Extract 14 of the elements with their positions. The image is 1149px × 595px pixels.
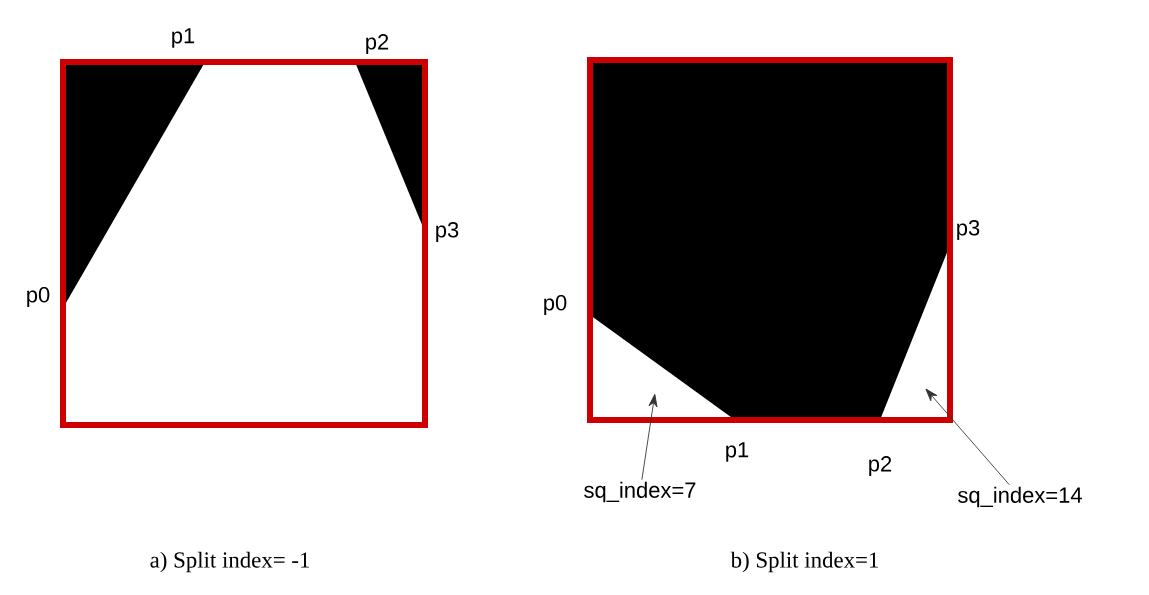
- label-text: sq_index=14: [958, 486, 1082, 508]
- point-label: p3: [957, 220, 980, 240]
- point-label: p3: [436, 222, 459, 242]
- leader-line: [925, 388, 1010, 486]
- label-text: sq_index=7: [584, 481, 696, 503]
- leader-line: [641, 393, 658, 481]
- point-label: p1: [726, 442, 749, 462]
- point-label: p2: [869, 456, 892, 476]
- caption-text: a) Split index= -1: [150, 551, 309, 573]
- point-label: p2: [366, 34, 389, 54]
- point-label: p0: [27, 287, 50, 307]
- point-label: p1: [172, 28, 195, 48]
- point-label: p0: [544, 295, 567, 315]
- caption-text: b) Split index=1: [730, 551, 878, 573]
